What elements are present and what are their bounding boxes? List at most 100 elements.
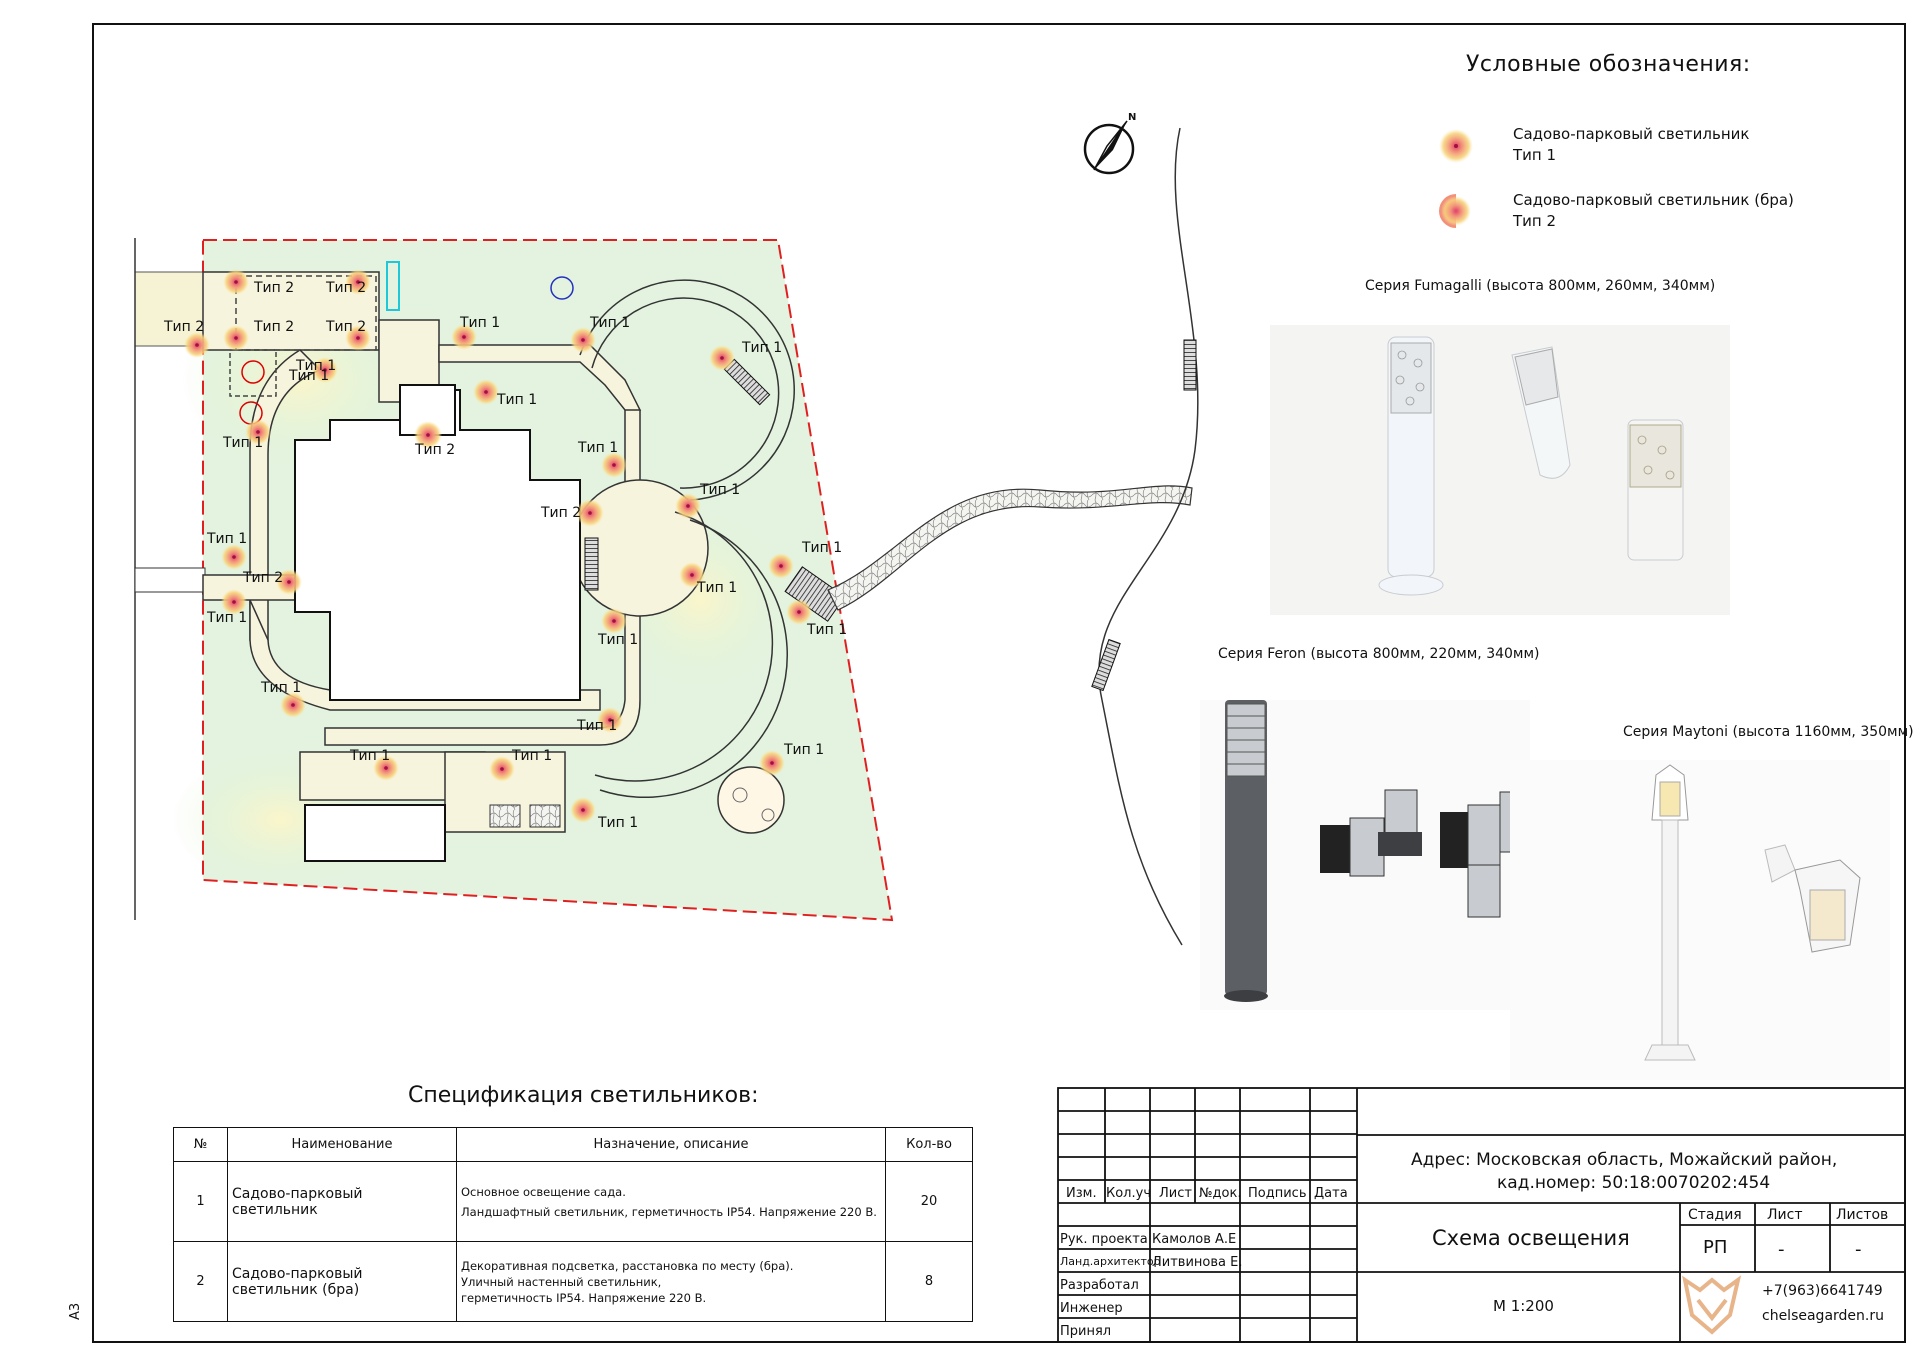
spec-desc-line: Основное освещение сада. — [461, 1184, 626, 1199]
spec-header-name: Наименование — [227, 1127, 457, 1162]
tb-address-line1: Адрес: Московская область, Можайский рай… — [1411, 1150, 1838, 1170]
plan-label: Тип 2 — [254, 280, 295, 296]
plan-label: Тип 1 — [223, 435, 264, 451]
plan-label: Тип 1 — [590, 315, 631, 331]
tb-role-name: Литвинова Е. — [1152, 1255, 1243, 1270]
plan-label: Тип 1 — [261, 680, 302, 696]
plan-label: Тип 2 — [164, 319, 205, 335]
lamp-type-2-marker — [184, 332, 210, 358]
lamp-type-2-marker — [276, 569, 302, 595]
tb-sheets-header: Листов — [1836, 1207, 1889, 1223]
lamp-type-1-marker — [245, 419, 271, 445]
tb-role: Ланд.архитектор — [1060, 1255, 1161, 1268]
tb-col-podpis: Подпись — [1248, 1186, 1307, 1201]
lamp-type-1-marker — [759, 750, 785, 776]
site-plan — [134, 127, 1199, 946]
legend-item-type-2: Садово-парковый светильник (бра) Тип 2 — [1513, 190, 1794, 232]
plan-label: Тип 1 — [578, 440, 619, 456]
plan-label: Тип 2 — [326, 280, 367, 296]
lamp-type-2-marker — [345, 325, 371, 351]
plan-label: Тип 1 — [577, 718, 618, 734]
plan-label: Тип 1 — [598, 815, 639, 831]
lamp-type-2-marker — [223, 269, 249, 295]
north-label: N — [1128, 112, 1137, 123]
tb-stage-header: Стадия — [1688, 1207, 1742, 1223]
spec-cell-qty: 8 — [885, 1241, 973, 1322]
spec-table: № Наименование Назначение, описание Кол-… — [173, 1127, 973, 1322]
spec-desc-line: Ландшафтный светильник, герметичность IP… — [461, 1204, 877, 1219]
lamp-type-1-marker — [601, 608, 627, 634]
series-fumagalli-title: Серия Fumagalli (высота 800мм, 260мм, 34… — [1365, 278, 1716, 294]
lamp-type-1-marker — [570, 797, 596, 823]
legend-item-type: Тип 1 — [1513, 146, 1557, 164]
tb-scale: М 1:200 — [1493, 1297, 1554, 1315]
plan-label: Тип 2 — [254, 319, 295, 335]
plan-label: Тип 1 — [497, 392, 538, 408]
legend-item-label: Садово-парковый светильник (бра) — [1513, 191, 1794, 209]
tb-col-kol: Кол.уч — [1106, 1186, 1151, 1201]
tb-col-list: Лист — [1159, 1186, 1192, 1201]
maytoni-lamps-icon — [1644, 764, 1861, 1061]
legend-type-2-icon — [1439, 194, 1471, 228]
lamp-type-1-marker — [679, 562, 705, 588]
legend-type-1-icon — [1439, 129, 1473, 163]
plan-label: Тип 2 — [541, 505, 582, 521]
spec-header-qty: Кол-во — [885, 1127, 973, 1162]
lamp-type-1-marker — [709, 345, 735, 371]
tb-website: chelseagarden.ru — [1762, 1308, 1884, 1324]
spec-cell-desc: Декоративная подсветка, расстановка по м… — [456, 1241, 886, 1322]
plan-label: Тип 1 — [598, 632, 639, 648]
plan-label: Тип 1 — [460, 315, 501, 331]
plan-label: Тип 1 — [207, 610, 248, 626]
lamp-type-1-marker — [451, 324, 477, 350]
sheet-frame — [92, 23, 1906, 1343]
spec-header-num: № — [173, 1127, 228, 1162]
spec-cell-name: Садово-парковый светильник (бра) — [227, 1241, 457, 1322]
lamp-type-1-marker — [312, 357, 338, 383]
lamp-type-2-marker — [576, 499, 604, 527]
spec-header-desc: Назначение, описание — [456, 1127, 886, 1162]
plan-label: Тип 1 — [697, 580, 738, 596]
lamp-type-1-marker — [221, 544, 247, 570]
plan-label: Тип 1 — [296, 358, 337, 374]
lamp-type-2-marker — [223, 325, 249, 351]
tb-col-ndok: №док. — [1199, 1186, 1242, 1201]
plan-label: Тип 2 — [243, 570, 284, 586]
spec-desc-line: Уличный настенный светильник, герметично… — [461, 1274, 707, 1305]
tb-phone: +7(963)6641749 — [1762, 1283, 1883, 1299]
maytoni-products-image — [1510, 760, 1890, 1080]
lamp-type-1-marker — [597, 707, 623, 733]
tb-col-izm: Изм. — [1066, 1186, 1097, 1201]
lamp-type-1-marker — [489, 756, 515, 782]
feron-products-image — [1200, 700, 1530, 1010]
fire-pit-area — [717, 766, 785, 834]
house — [294, 389, 581, 701]
plan-label: Тип 1 — [742, 340, 783, 356]
spec-title: Спецификация светильников: — [408, 1083, 759, 1108]
tb-drawing-title: Схема освещения — [1432, 1226, 1630, 1250]
lamp-type-1-marker — [280, 692, 306, 718]
spec-header-row: № Наименование Назначение, описание Кол-… — [173, 1127, 973, 1162]
lamp-type-1-marker — [768, 553, 794, 579]
table-row: 2 Садово-парковый светильник (бра) Декор… — [173, 1241, 973, 1322]
tb-col-data: Дата — [1314, 1186, 1348, 1201]
series-feron-title: Серия Feron (высота 800мм, 220мм, 340мм) — [1218, 646, 1540, 662]
plan-label: Тип 1 — [350, 748, 391, 764]
plan-label: Тип 1 — [289, 368, 330, 384]
tb-address-line2: кад.номер: 50:18:0070202:454 — [1497, 1173, 1771, 1193]
chelsea-garden-logo — [1682, 1275, 1742, 1335]
tb-role: Инженер — [1060, 1301, 1123, 1316]
lamp-markers — [184, 269, 812, 823]
tb-sheet-value: - — [1778, 1239, 1785, 1260]
fumagalli-lamps-icon — [1378, 336, 1684, 596]
legend-item-type-1: Садово-парковый светильник Тип 1 — [1513, 124, 1749, 166]
tb-role: Разработал — [1060, 1278, 1139, 1293]
spec-cell-qty: 20 — [885, 1161, 973, 1242]
plan-label: Тип 1 — [207, 531, 248, 547]
lamp-type-1-marker — [570, 327, 596, 353]
tb-role-name: Камолов А.Е — [1152, 1232, 1237, 1247]
plan-label: Тип 1 — [512, 748, 553, 764]
plot-boundary — [202, 239, 894, 922]
lamp-type-1-marker — [601, 452, 627, 478]
